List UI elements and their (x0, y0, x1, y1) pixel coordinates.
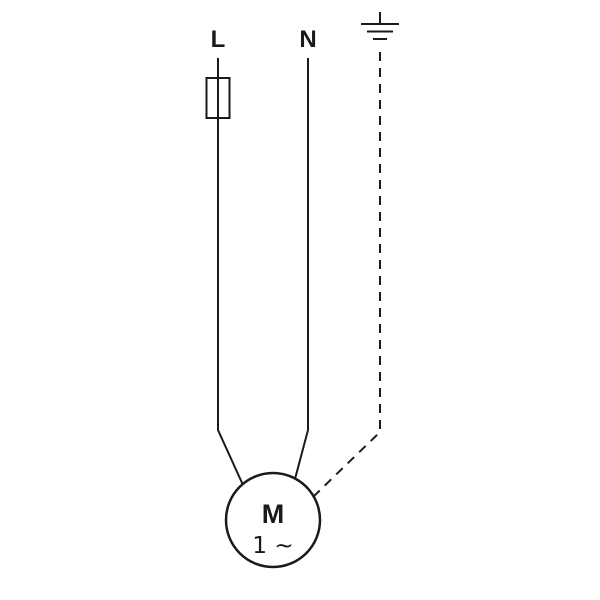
earth-ground-icon (361, 12, 399, 40)
fuse-symbol (205, 77, 231, 119)
earth-conductor (313, 52, 381, 497)
motor-phase-label: 1 ∼ (252, 533, 293, 559)
neutral-terminal-label: N (299, 26, 316, 53)
motor-label: M (262, 499, 285, 529)
motor-circle (224, 471, 322, 569)
line-conductor (217, 58, 244, 486)
line-terminal-label: L (211, 26, 226, 53)
neutral-conductor (294, 58, 309, 480)
